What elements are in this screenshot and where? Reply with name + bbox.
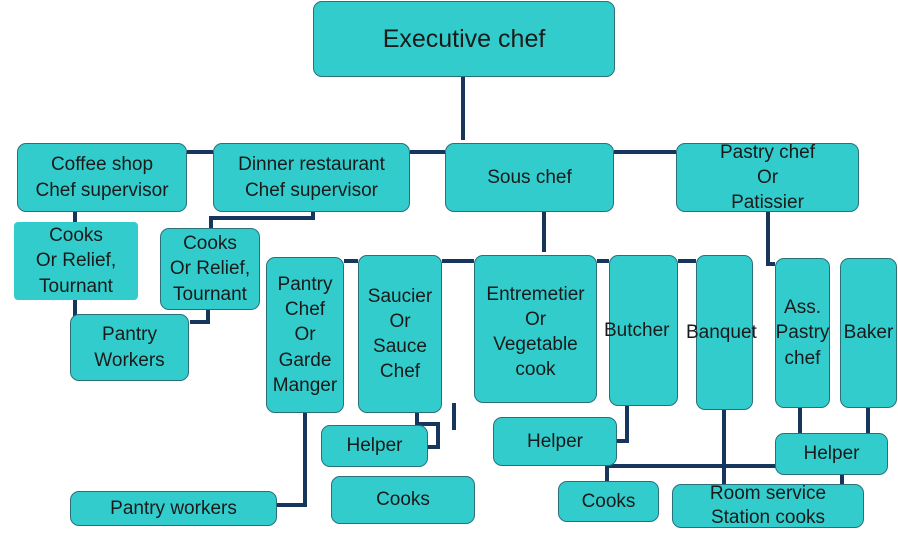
ass-pastry-chef-box: Ass. Pastry chef xyxy=(775,258,830,408)
sous-chef-box: Sous chef xyxy=(445,143,614,212)
cooks-banquet-box: Cooks xyxy=(558,481,659,522)
cooks-saucier-label: Cooks xyxy=(376,489,430,511)
pastry-chef-label: Pastry chef Or Patissier xyxy=(719,141,816,214)
saucier-label: Saucier Or Sauce Chef xyxy=(367,285,433,383)
connector-dinner-to-cooks xyxy=(209,212,315,228)
banquet-box xyxy=(696,255,753,410)
ass-pastry-chef-label: Ass. Pastry chef xyxy=(775,297,830,369)
pantry-chef-box: Pantry Chef Or Garde Manger xyxy=(266,257,344,413)
saucier-box: Saucier Or Sauce Chef xyxy=(358,255,442,413)
sous-chef-label: Sous chef xyxy=(487,166,572,188)
connector-saucier-to-helper xyxy=(415,413,440,449)
baker-label: Baker xyxy=(843,322,894,344)
butcher-box xyxy=(609,255,678,406)
baker-box: Baker xyxy=(840,258,897,408)
helper-saucier-box: Helper xyxy=(321,425,428,467)
entremetier-box: Entremetier Or Vegetable cook xyxy=(474,255,597,403)
helper-entremetier-label: Helper xyxy=(527,430,583,452)
pantry-workers-upper-box: Pantry Workers xyxy=(70,314,189,381)
dinner-restaurant-supervisor-box: Dinner restaurant Chef supervisor xyxy=(213,143,410,212)
cooks-relief-left-box: Cooks Or Relief, Tournant xyxy=(14,222,138,300)
pantry-chef-label: Pantry Chef Or Garde Manger xyxy=(272,274,338,396)
connector-pantry-to-workers xyxy=(277,413,307,507)
pantry-workers-lower-label: Pantry workers xyxy=(110,497,237,519)
pantry-workers-lower-box: Pantry workers xyxy=(70,491,277,526)
banquet-label: Banquet xyxy=(686,322,757,343)
cooks-relief-mid-box: Cooks Or Relief, Tournant xyxy=(160,228,260,310)
helper-pastry-label: Helper xyxy=(803,443,860,465)
coffee-shop-supervisor-box: Coffee shop Chef supervisor xyxy=(17,143,187,212)
connector-butcher-to-helper xyxy=(617,406,629,443)
cooks-relief-left-label: Cooks Or Relief, Tournant xyxy=(35,225,117,297)
executive-chef-label: Executive chef xyxy=(382,24,546,53)
pantry-workers-upper-label: Pantry Workers xyxy=(94,324,165,371)
coffee-shop-supervisor-label: Coffee shop Chef supervisor xyxy=(35,154,169,201)
connector-cooks-to-pantry-mid xyxy=(190,310,210,324)
helper-entremetier-box: Helper xyxy=(493,417,617,466)
room-service-label: Room service Station cooks xyxy=(709,483,827,528)
cooks-banquet-label: Cooks xyxy=(581,490,636,512)
pastry-chef-box: Pastry chef Or Patissier xyxy=(676,141,859,214)
helper-pastry-box: Helper xyxy=(775,433,888,475)
dinner-restaurant-supervisor-label: Dinner restaurant Chef supervisor xyxy=(238,154,385,201)
connector-pastry-down xyxy=(766,212,775,266)
executive-chef-box: Executive chef xyxy=(313,1,615,77)
butcher-label: Butcher xyxy=(604,320,670,341)
room-service-box: Room service Station cooks xyxy=(672,483,864,528)
helper-saucier-label: Helper xyxy=(346,435,403,457)
entremetier-label: Entremetier Or Vegetable cook xyxy=(486,284,585,381)
cooks-saucier-box: Cooks xyxy=(331,476,475,524)
cooks-relief-mid-label: Cooks Or Relief, Tournant xyxy=(169,233,251,305)
